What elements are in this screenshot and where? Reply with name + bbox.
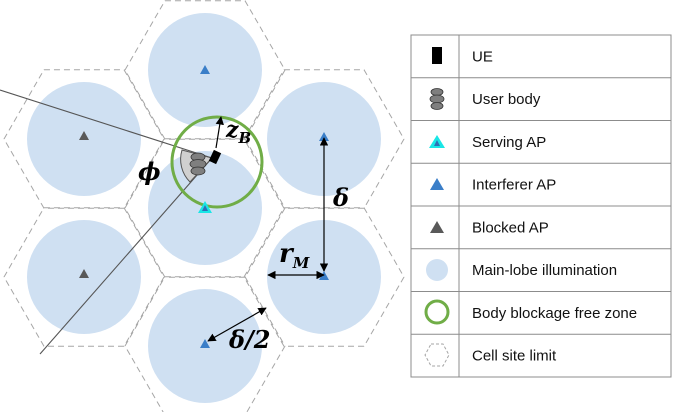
delta-half-arrow (207, 307, 267, 342)
interferer-ap-top (200, 65, 210, 74)
blocked-ap-icon (430, 221, 444, 233)
cell-limit-icon (424, 343, 450, 367)
serving-ap (198, 201, 212, 213)
main-lobe-icon (426, 259, 448, 281)
cell-hexagon-bottom (124, 276, 286, 412)
legend-label-cell-limit: Cell site limit (472, 348, 557, 365)
blocked-ap-lower-left (79, 269, 89, 278)
legend-label-ue: UE (472, 48, 493, 65)
zb-arrow (215, 116, 224, 149)
cell-hexagon-lower-right (243, 207, 405, 347)
free-zone-icon (424, 299, 450, 325)
rm-label: rM (279, 239, 310, 272)
legend-label-interferer-ap: Interferer AP (472, 177, 556, 194)
interferer-ap-bottom (200, 339, 210, 348)
legend-label-blocked-ap: Blocked AP (472, 219, 549, 236)
cell-site-limits (3, 0, 405, 412)
blockage-ray-upper (0, 89, 213, 159)
serving-ap-icon (429, 135, 445, 148)
legend-label-serving-ap: Serving AP (472, 134, 546, 151)
ue-icon (432, 47, 442, 64)
interferer-ap-icon (430, 178, 444, 190)
blocked-ap-upper-left (79, 131, 89, 140)
legend-label-main-lobe: Main-lobe illumination (472, 262, 617, 279)
user-body (189, 152, 207, 176)
legend-label-user-body: User body (472, 91, 541, 108)
user-body-icon (429, 88, 445, 110)
cell-hexagon-lower-left (3, 207, 165, 347)
delta-label: δ (332, 183, 349, 212)
phi-label: ϕ (138, 157, 161, 186)
ue (208, 149, 222, 165)
delta-half-label: δ/2 (228, 325, 270, 354)
legend-label-free-zone: Body blockage free zone (472, 305, 637, 322)
zb-label: zB (225, 117, 251, 147)
